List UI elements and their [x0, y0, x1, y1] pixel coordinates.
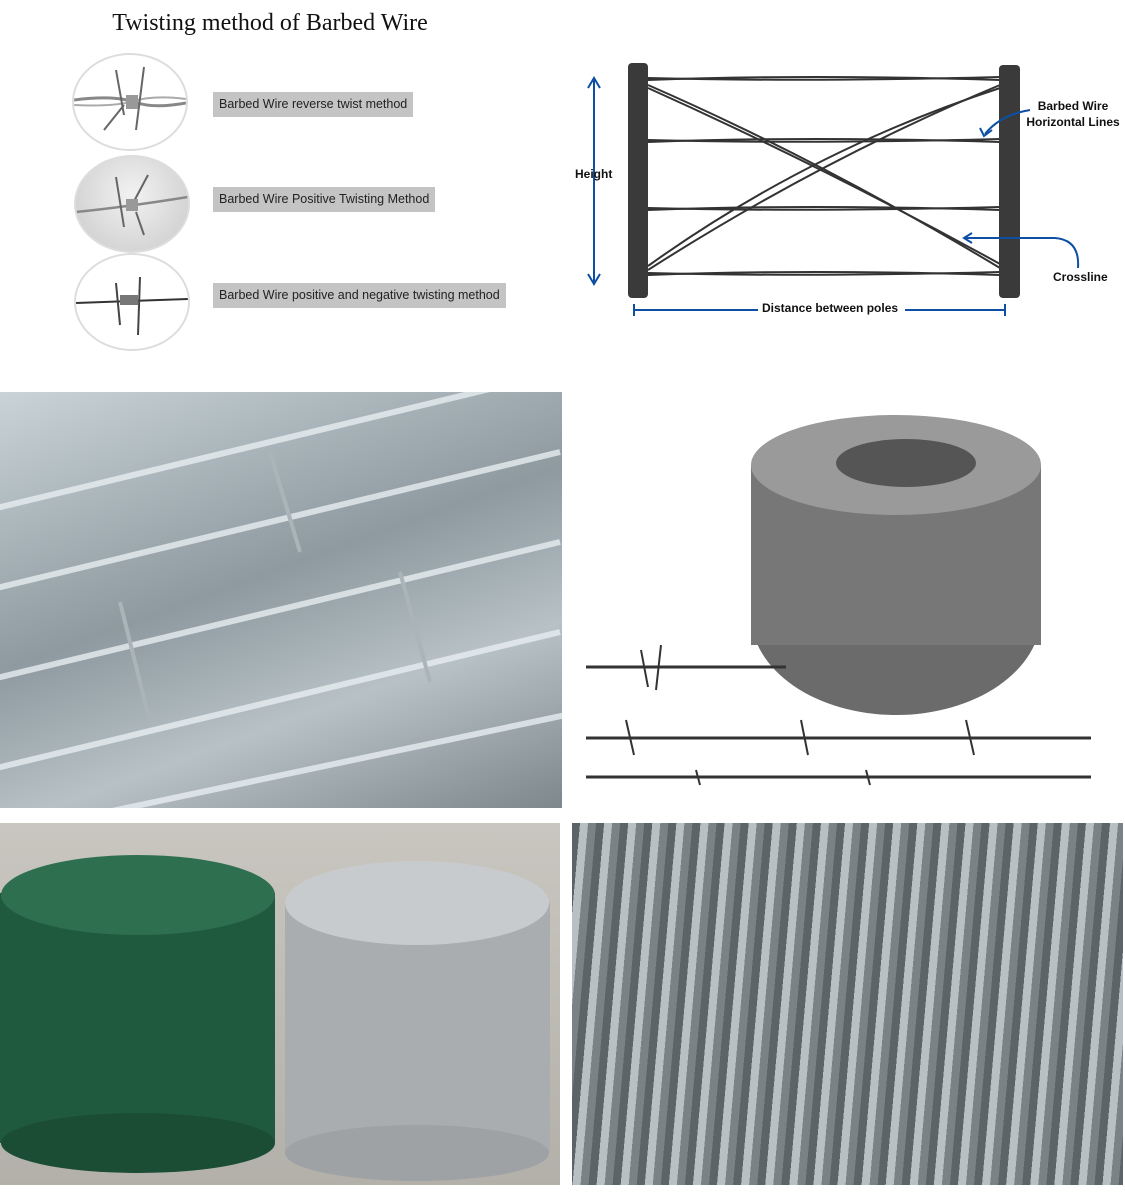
positive-twist-image — [74, 155, 190, 253]
green-and-silver-coils-photo — [0, 823, 560, 1185]
distance-label: Distance between poles — [762, 301, 899, 315]
twisting-title: Twisting method of Barbed Wire — [112, 10, 428, 36]
method-label-reverse: Barbed Wire reverse twist method — [213, 92, 414, 117]
reverse-twist-image — [72, 53, 188, 151]
barbed-wire-coil-product-image — [586, 405, 1096, 790]
crossline-label: Crossline — [1053, 270, 1108, 284]
positive-negative-twist-image — [74, 253, 190, 351]
galvanized-wire-closeup-photo — [0, 392, 562, 808]
method-label-positive: Barbed Wire Positive Twisting Method — [213, 187, 436, 212]
horizontal-lines-label: Barbed Wire Horizontal Lines — [1026, 99, 1120, 129]
height-label: Height — [575, 167, 613, 181]
left-pole — [628, 63, 648, 298]
right-pole — [999, 65, 1020, 298]
method-label-positive-negative: Barbed Wire positive and negative twisti… — [213, 283, 506, 308]
wire-coil-texture-photo — [572, 823, 1123, 1185]
fence-drawing — [587, 63, 1080, 316]
